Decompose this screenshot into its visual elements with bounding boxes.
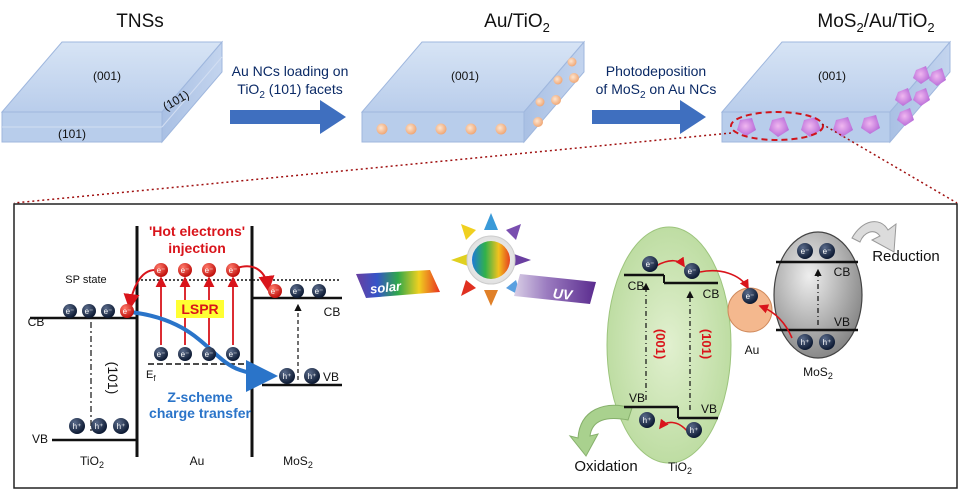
svg-text:e⁻: e⁻ — [181, 266, 190, 275]
svg-text:e⁻: e⁻ — [801, 247, 810, 256]
left-tio2-label: TiO2 — [80, 454, 104, 470]
au-nanocrystals — [376, 57, 579, 135]
svg-text:e⁻: e⁻ — [157, 266, 166, 275]
left-electrons-tio2-cb: e⁻ e⁻ e⁻ e⁻ — [63, 304, 134, 318]
svg-text:e⁻: e⁻ — [293, 287, 302, 296]
svg-text:e⁻: e⁻ — [315, 287, 324, 296]
left-electrons-mos2-cb: e⁻ e⁻ e⁻ — [268, 284, 326, 298]
arrow-au-loading — [230, 100, 346, 134]
svg-text:h⁺: h⁺ — [801, 338, 810, 347]
oxidation-label: Oxidation — [574, 458, 637, 475]
right-mos2-label: MoS2 — [803, 365, 833, 381]
svg-text:h⁺: h⁺ — [117, 422, 126, 431]
right-vb-right-label: VB — [701, 402, 717, 416]
zoom-line-left — [13, 132, 732, 204]
svg-text:h⁺: h⁺ — [73, 422, 82, 431]
au-tio2-facet-top: (001) — [451, 69, 479, 83]
svg-text:e⁻: e⁻ — [66, 307, 75, 316]
oxidation-arrow — [568, 404, 633, 457]
svg-text:h⁺: h⁺ — [643, 416, 652, 425]
right-tio2-label: TiO2 — [668, 460, 692, 476]
mos2-facet-top: (001) — [818, 69, 846, 83]
svg-text:e⁻: e⁻ — [181, 350, 190, 359]
sp-state-label: SP state — [65, 274, 106, 286]
svg-text:e⁻: e⁻ — [271, 287, 280, 296]
svg-text:e⁻: e⁻ — [123, 307, 132, 316]
tns-facet-top: (001) — [93, 69, 121, 83]
arrow-mos2-deposition — [592, 100, 706, 134]
arrow2-label-line1: Photodeposition — [606, 63, 706, 79]
right-vb-left-label: VB — [629, 391, 645, 405]
facet-101-right-label: (101) — [699, 329, 714, 359]
svg-text:e⁻: e⁻ — [688, 267, 697, 276]
svg-text:e⁻: e⁻ — [85, 307, 94, 316]
left-holes-mos2-vb: h⁺ h⁺ — [279, 368, 320, 384]
zoom-highlight-ellipse — [730, 111, 824, 141]
charge-transfer-label: charge transfer — [149, 405, 251, 421]
facet-001-label: (001) — [653, 329, 668, 359]
mos2-vb-label: VB — [834, 315, 850, 329]
svg-text:h⁺: h⁺ — [95, 422, 104, 431]
svg-text:e⁻: e⁻ — [229, 266, 238, 275]
svg-text:e⁻: e⁻ — [205, 266, 214, 275]
right-au-label: Au — [745, 343, 760, 357]
mos2-nanocrystals — [737, 66, 946, 137]
svg-text:h⁺: h⁺ — [823, 338, 832, 347]
svg-text:e⁻: e⁻ — [823, 247, 832, 256]
left-holes-tio2-vb: h⁺ h⁺ h⁺ — [69, 418, 129, 434]
injection-label: injection — [168, 240, 226, 256]
au-tio2-slab — [360, 40, 586, 144]
mos2-cb-label: CB — [834, 265, 851, 279]
mos2-au-tio2-title: MoS2/Au/TiO2 — [817, 11, 934, 35]
vb-left-label: VB — [32, 432, 48, 446]
svg-text:e⁻: e⁻ — [229, 350, 238, 359]
left-electrons-au-ef: e⁻ e⁻ e⁻ e⁻ — [154, 347, 240, 361]
lspr-label: LSPR — [181, 301, 218, 317]
sun-icon — [451, 213, 531, 306]
zscheme-label: Z-scheme — [167, 389, 233, 405]
svg-text:h⁺: h⁺ — [283, 372, 292, 381]
arrow1-label-line1: Au NCs loading on — [232, 63, 349, 79]
tns-facet-front: (101) — [58, 127, 86, 141]
lspr-box — [176, 300, 224, 318]
svg-text:h⁺: h⁺ — [308, 372, 317, 381]
solar-label: solar — [369, 278, 402, 296]
reduction-label: Reduction — [872, 248, 940, 265]
solar-beam — [356, 270, 440, 298]
mos2-ellipse — [773, 231, 863, 359]
left-hot-electrons-au: e⁻ e⁻ e⁻ e⁻ — [154, 263, 240, 277]
right-cb-left-label: CB — [628, 279, 645, 293]
left-band-diagram — [30, 226, 342, 457]
tns-slab — [0, 40, 224, 144]
uv-beam — [514, 274, 596, 304]
cb-right-label: CB — [324, 305, 341, 319]
tio2-ellipse — [606, 226, 732, 464]
left-au-label: Au — [190, 454, 205, 468]
svg-text:e⁻: e⁻ — [104, 307, 113, 316]
right-carriers: e⁻ e⁻ e⁻ e⁻ e⁻ h⁺ h⁺ h⁺ h⁺ — [639, 243, 835, 438]
zoom-line-right — [821, 123, 958, 204]
reduction-arrow — [851, 221, 897, 253]
svg-text:e⁻: e⁻ — [746, 292, 755, 301]
arrow2-label-line2: of MoS2 on Au NCs — [596, 81, 717, 101]
svg-text:e⁻: e⁻ — [205, 350, 214, 359]
left-mos2-label: MoS2 — [283, 454, 313, 470]
right-band-lines — [624, 256, 858, 433]
hot-electrons-label: 'Hot electrons' — [149, 223, 245, 239]
svg-text:e⁻: e⁻ — [646, 260, 655, 269]
svg-text:e⁻: e⁻ — [157, 350, 166, 359]
arrow1-label-line2: TiO2 (101) facets — [237, 81, 342, 101]
vb-right-label: VB — [323, 370, 339, 384]
tnss-title: TNSs — [116, 11, 164, 32]
ef-label: Ef — [146, 369, 156, 383]
right-cb-right-label: CB — [703, 287, 720, 301]
cb-left-label: CB — [28, 315, 45, 329]
svg-text:h⁺: h⁺ — [690, 426, 699, 435]
au-tio2-title: Au/TiO2 — [484, 11, 550, 35]
uv-label: UV — [552, 285, 575, 303]
facet-101-label: (101) — [105, 362, 121, 395]
